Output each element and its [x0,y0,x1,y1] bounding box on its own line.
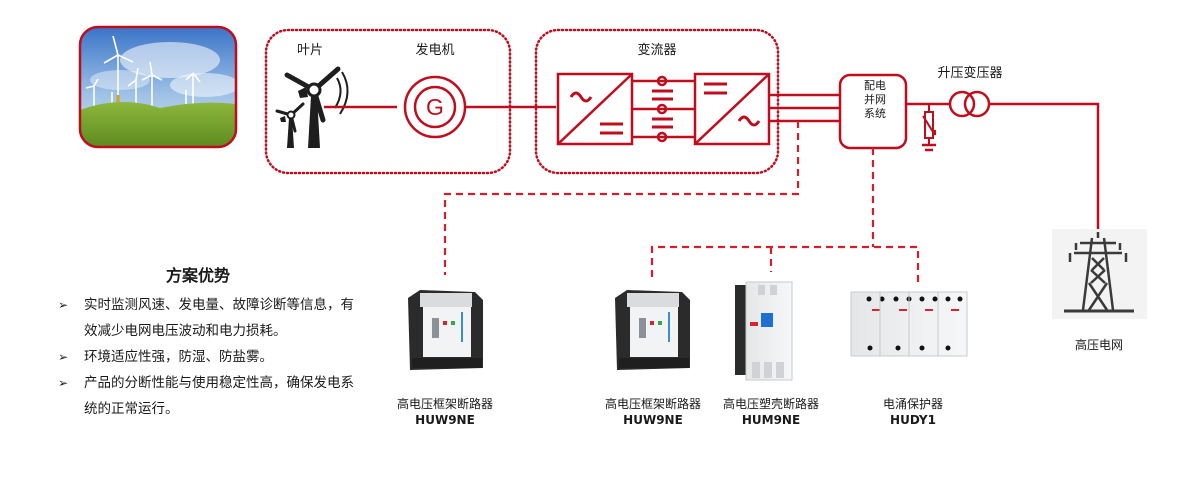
converter-label: 变流器 [637,43,677,58]
arrow-bullet-icon: ➢ [58,298,69,312]
product-caption-4: 电涌保护器 HUDY1 [882,397,944,427]
product-caption-3: 高电压塑壳断路器 HUM9NE [722,397,820,427]
product-image-1 [408,290,483,370]
advantages-title: 方案优势 [165,266,230,285]
wind-farm-photo [78,25,238,149]
generator-symbol: G [426,94,444,120]
product-image-3 [735,281,793,381]
transformer-label: 升压变压器 [937,66,1003,81]
advantage-item: ➢ 产品的分断性能与使用稳定性高，确保发电系统的正常运行。 [58,370,358,422]
wind-turbine-icon [275,66,349,148]
grid-label: 高压电网 [1074,338,1124,352]
product-caption-1: 高电压框架断路器 HUW9NE [396,397,494,427]
converter-group-frame [534,28,780,175]
turbine-group-frame [264,28,512,175]
step-up-transformer-icon [948,90,991,118]
advantage-item: ➢ 环境适应性强，防湿、防盐雾。 [58,344,358,370]
grid-connection-label: 配电 并网 系统 [864,79,886,120]
advantage-item: ➢ 实时监测风速、发电量、故障诊断等信息，有效减少电网电压波动和电力损耗。 [58,292,358,344]
product-caption-2: 高电压框架断路器 HUW9NE [604,397,702,427]
transmission-tower-icon [1052,229,1147,319]
product-image-4 [850,291,968,357]
dc-link-capacitor-icon [632,75,695,143]
rectifier-icon [556,72,634,146]
generator-label: 发电机 [415,43,455,58]
inverter-icon [693,72,771,146]
arrow-bullet-icon: ➢ [58,350,69,364]
arrow-bullet-icon: ➢ [58,376,69,390]
product-image-2 [615,290,690,370]
dashed-link-left [443,121,800,275]
generator-icon: G [403,75,467,139]
blade-label: 叶片 [296,43,324,58]
dashed-link-products [650,245,920,287]
advantages-panel: 方案优势 ➢ 实时监测风速、发电量、故障诊断等信息，有效减少电网电压波动和电力损… [58,262,358,422]
surge-arrester-icon [922,104,936,152]
